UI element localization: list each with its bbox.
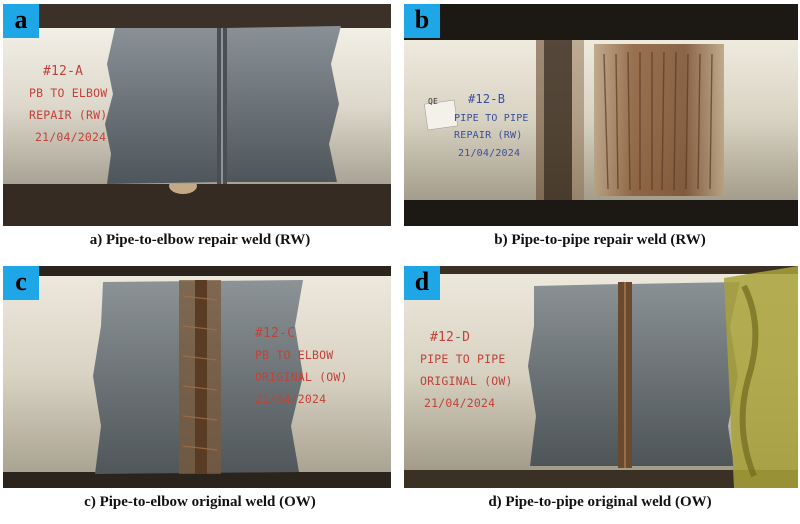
marking-line-1: #12-B: [468, 92, 506, 106]
photo-panel-d: d #12-D PIPE TO PIPE ORIGINAL (OW) 21/04…: [404, 266, 798, 488]
marking-line-1: #12-A: [43, 64, 84, 79]
caption-b: b) Pipe-to-pipe repair weld (RW): [494, 232, 706, 248]
caption-a: a) Pipe-to-elbow repair weld (RW): [89, 232, 311, 248]
panel-badge-c: c: [3, 266, 39, 300]
panel-badge-a: a: [3, 4, 39, 38]
marking-line-4: 21/04/2024: [424, 396, 496, 410]
marking-line-2: PIPE TO PIPE: [420, 352, 506, 366]
marking-line-3: ORIGINAL (OW): [255, 370, 348, 384]
pipe-photo-a: [3, 4, 391, 226]
panel-badge-d: d: [404, 266, 440, 300]
marking-line-4: 21/04/2024: [458, 148, 521, 159]
marking-line-2: PIPE TO PIPE: [454, 113, 529, 124]
photo-panel-b: b QE #12-B PIPE TO PIPE REPAIR (RW) 21/0…: [404, 4, 798, 226]
marking-line-3: REPAIR (RW): [454, 130, 523, 141]
marking-line-1: #12-C: [255, 326, 296, 341]
marking-line-3: ORIGINAL (OW): [420, 374, 513, 388]
marking-line-4: 21/04/2024: [255, 392, 327, 406]
panel-badge-b: b: [404, 4, 440, 38]
marking-line-1: #12-D: [430, 330, 471, 345]
marking-line-2: PB TO ELBOW: [255, 348, 334, 362]
photo-panel-a: a #12-A PB TO ELBOW REPAIR (RW) 21/04/20…: [3, 4, 391, 226]
tag-label: QE: [428, 97, 439, 106]
photo-panel-c: c #12-C PB TO ELBOW ORIGINAL (OW) 21/04/…: [3, 266, 391, 488]
marking-line-4: 21/04/2024: [35, 130, 107, 144]
caption-d: d) Pipe-to-pipe original weld (OW): [488, 494, 712, 510]
pipe-photo-b: [404, 4, 798, 226]
pipe-photo-d: [404, 266, 798, 488]
marking-line-3: REPAIR (RW): [29, 108, 108, 122]
pipe-photo-c: [3, 266, 391, 488]
marking-line-2: PB TO ELBOW: [29, 86, 108, 100]
caption-c: c) Pipe-to-elbow original weld (OW): [84, 494, 316, 510]
